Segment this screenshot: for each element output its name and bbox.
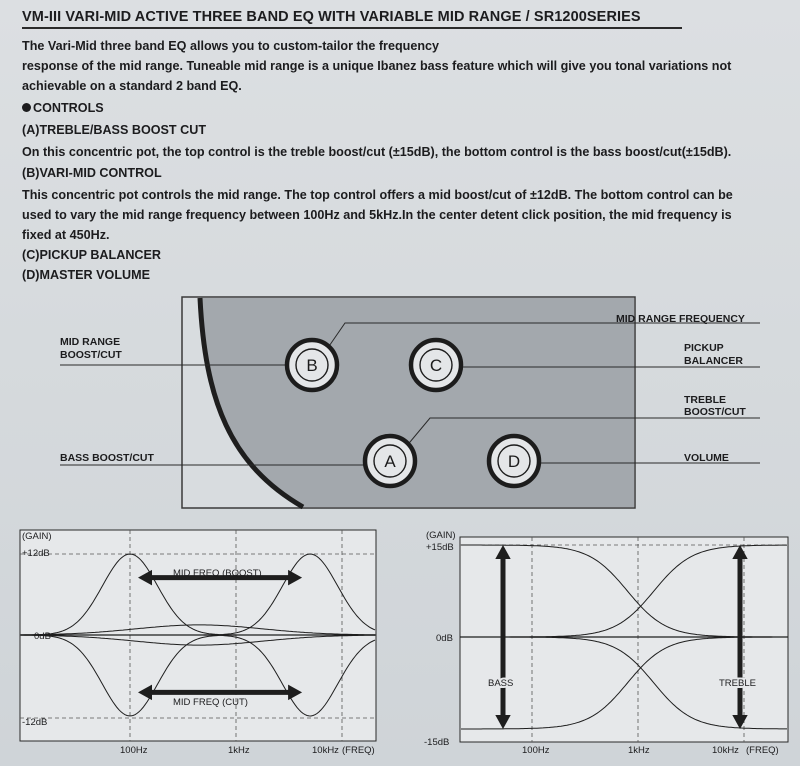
section-heading-c: (C)PICKUP BALANCER bbox=[22, 248, 161, 262]
mid-chart-ylabel: (GAIN) bbox=[22, 531, 52, 542]
mid-ytick-zero: 0dB bbox=[34, 631, 51, 642]
mid-cut-arrow-head-right bbox=[288, 684, 303, 701]
knob-c-label: C bbox=[430, 356, 442, 375]
section-body-a: On this concentric pot, the top control … bbox=[22, 145, 732, 159]
bt-xtick-1khz: 1kHz bbox=[628, 745, 650, 756]
label-mid-range-boost-cut: BOOST/CUT bbox=[60, 349, 122, 361]
knob-c: C bbox=[408, 337, 464, 393]
bt-annotation-treble: TREBLE bbox=[719, 678, 756, 689]
page-title: VM-III VARI-MID ACTIVE THREE BAND EQ WIT… bbox=[22, 9, 682, 29]
intro-line-1: The Vari-Mid three band EQ allows you to… bbox=[22, 39, 440, 53]
label-treble: TREBLE bbox=[684, 394, 726, 406]
label-mid-range-frequency: MID RANGE FREQUENCY bbox=[616, 313, 745, 325]
mid-curve-4 bbox=[21, 624, 375, 636]
treble-arrow-head-up bbox=[732, 545, 748, 559]
bt-curve-0 bbox=[461, 544, 787, 638]
mid-cut-arrow-head-left bbox=[138, 684, 152, 701]
section-body-b-line-2: used to vary the mid range frequency bet… bbox=[22, 208, 732, 222]
knob-a-label: A bbox=[384, 452, 396, 471]
section-heading-b: (B)VARI-MID CONTROL bbox=[22, 166, 162, 180]
bt-chart-frame bbox=[459, 536, 789, 743]
bt-chart-ylabel: (GAIN) bbox=[426, 530, 456, 541]
label-bass-boost-cut: BASS BOOST/CUT bbox=[60, 452, 155, 464]
bt-ytick-top: +15dB bbox=[426, 542, 454, 553]
bass-treble-eq-chart: (GAIN) +15dB 0dB -15dB 100Hz 1kHz 10kHz … bbox=[424, 530, 789, 756]
knob-b: B bbox=[284, 337, 340, 393]
knob-b-label: B bbox=[306, 356, 317, 375]
controls-heading: CONTROLS bbox=[22, 98, 104, 118]
section-heading-d: (D)MASTER VOLUME bbox=[22, 268, 151, 282]
bass-arrow-head-down bbox=[495, 715, 511, 729]
mid-ytick-top: +12dB bbox=[22, 548, 50, 559]
intro-line-2: response of the mid range. Tuneable mid … bbox=[22, 59, 732, 73]
mid-chart-xlabel: (FREQ) bbox=[342, 745, 375, 756]
bt-ytick-bottom: -15dB bbox=[424, 737, 449, 748]
mid-annotation-cut: MID FREQ (CUT) bbox=[173, 697, 248, 708]
mid-curve-2 bbox=[21, 634, 375, 717]
bt-xtick-100hz: 100Hz bbox=[522, 745, 550, 756]
section-body-b-line-3: fixed at 450Hz. bbox=[22, 228, 110, 242]
mid-boost-arrow-head-right bbox=[288, 569, 303, 586]
bullet-icon bbox=[22, 103, 31, 112]
bt-annotation-bass: BASS bbox=[488, 678, 513, 689]
mid-boost-arrow-head-left bbox=[138, 569, 152, 586]
label-treble-boost-cut: BOOST/CUT bbox=[684, 406, 746, 418]
intro-line-3: achievable on a standard 2 band EQ. bbox=[22, 79, 242, 93]
control-layout-diagram: B C A D MID RANGE BOOST/CUT BASS BOOST/C… bbox=[60, 296, 760, 510]
knob-d: D bbox=[486, 433, 542, 489]
mid-curve-3 bbox=[21, 634, 376, 717]
mid-curve-5 bbox=[21, 634, 375, 646]
knob-a: A bbox=[362, 433, 418, 489]
mid-xtick-10khz: 10kHz bbox=[312, 745, 339, 756]
mid-eq-chart: (GAIN) +12dB 0dB -12dB 100Hz 1kHz 10kHz … bbox=[19, 529, 377, 756]
bass-arrow-head-up bbox=[495, 545, 511, 559]
bt-curve-3 bbox=[461, 636, 787, 730]
bt-ytick-zero: 0dB bbox=[436, 633, 453, 644]
mid-ytick-bottom: -12dB bbox=[22, 717, 47, 728]
treble-arrow-head-down bbox=[732, 715, 748, 729]
mid-xtick-100hz: 100Hz bbox=[120, 745, 148, 756]
bt-xtick-10khz: 10kHz bbox=[712, 745, 739, 756]
label-pickup: PICKUP bbox=[684, 342, 724, 354]
label-balancer: BALANCER bbox=[684, 355, 743, 367]
label-mid-range: MID RANGE bbox=[60, 336, 120, 348]
section-heading-a: (A)TREBLE/BASS BOOST CUT bbox=[22, 123, 207, 137]
knob-d-label: D bbox=[508, 452, 520, 471]
mid-xtick-1khz: 1kHz bbox=[228, 745, 250, 756]
section-body-b-line-1: This concentric pot controls the mid ran… bbox=[22, 188, 733, 202]
bt-chart-xlabel: (FREQ) bbox=[746, 745, 779, 756]
label-volume: VOLUME bbox=[684, 452, 729, 464]
bt-curve-1 bbox=[461, 636, 787, 730]
mid-annotation-boost: MID FREQ (BOOST) bbox=[173, 568, 262, 579]
